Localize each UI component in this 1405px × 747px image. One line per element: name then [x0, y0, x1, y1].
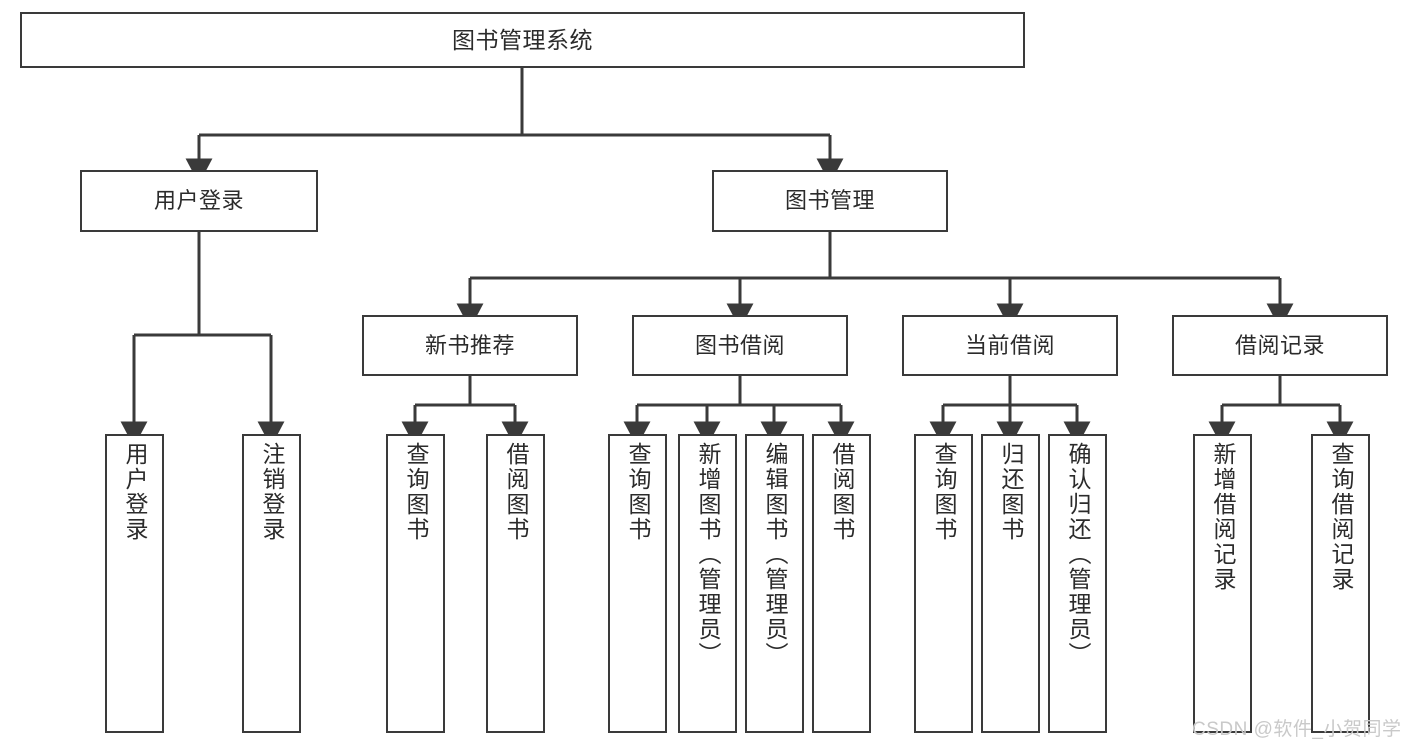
node-user-login[interactable]: 用户登录 — [80, 170, 318, 232]
leaf-user-login-logout[interactable]: 注销登录 — [242, 434, 301, 733]
node-label: 查询图书 — [403, 442, 429, 542]
leaf-recommend-query-book[interactable]: 查询图书 — [386, 434, 445, 733]
watermark-text: CSDN @软件_小贺同学 — [1192, 719, 1402, 740]
node-label: 图书管理系统 — [452, 26, 593, 53]
leaf-borrow-borrow-book[interactable]: 借阅图书 — [812, 434, 871, 733]
node-borrow-record[interactable]: 借阅记录 — [1172, 315, 1388, 376]
node-label: 确认归还（管理员） — [1065, 442, 1091, 667]
node-root-system[interactable]: 图书管理系统 — [20, 12, 1025, 68]
node-label: 用户登录 — [122, 442, 148, 542]
node-label: 用户登录 — [153, 188, 244, 214]
leaf-borrow-query-book[interactable]: 查询图书 — [608, 434, 667, 733]
leaf-current-query-book[interactable]: 查询图书 — [914, 434, 973, 733]
node-label: 查询图书 — [625, 442, 651, 542]
node-label: 借阅图书 — [503, 442, 529, 542]
node-new-book-recommend[interactable]: 新书推荐 — [362, 315, 578, 376]
node-label: 借阅图书 — [829, 442, 855, 542]
node-label: 新增借阅记录 — [1210, 442, 1236, 592]
node-book-management[interactable]: 图书管理 — [712, 170, 948, 232]
node-label: 编辑图书（管理员） — [762, 442, 788, 667]
node-label: 查询图书 — [931, 442, 957, 542]
leaf-borrow-edit-book[interactable]: 编辑图书（管理员） — [745, 434, 804, 733]
leaf-current-return-book[interactable]: 归还图书 — [981, 434, 1040, 733]
leaf-user-login-login[interactable]: 用户登录 — [105, 434, 164, 733]
node-label: 注销登录 — [259, 442, 285, 542]
node-label: 归还图书 — [998, 442, 1024, 542]
leaf-recommend-borrow-book[interactable]: 借阅图书 — [486, 434, 545, 733]
node-label: 图书借阅 — [694, 332, 785, 358]
node-label: 借阅记录 — [1234, 332, 1325, 358]
leaf-borrow-add-book[interactable]: 新增图书（管理员） — [678, 434, 737, 733]
leaf-record-add-record[interactable]: 新增借阅记录 — [1193, 434, 1252, 733]
leaf-record-query-record[interactable]: 查询借阅记录 — [1311, 434, 1370, 733]
node-label: 图书管理 — [784, 188, 875, 214]
leaf-current-confirm-return[interactable]: 确认归还（管理员） — [1048, 434, 1107, 733]
node-label: 新书推荐 — [424, 332, 515, 358]
node-book-borrow[interactable]: 图书借阅 — [632, 315, 848, 376]
node-current-borrow[interactable]: 当前借阅 — [902, 315, 1118, 376]
node-label: 新增图书（管理员） — [695, 442, 721, 667]
node-label: 查询借阅记录 — [1328, 442, 1354, 592]
node-label: 当前借阅 — [964, 332, 1055, 358]
